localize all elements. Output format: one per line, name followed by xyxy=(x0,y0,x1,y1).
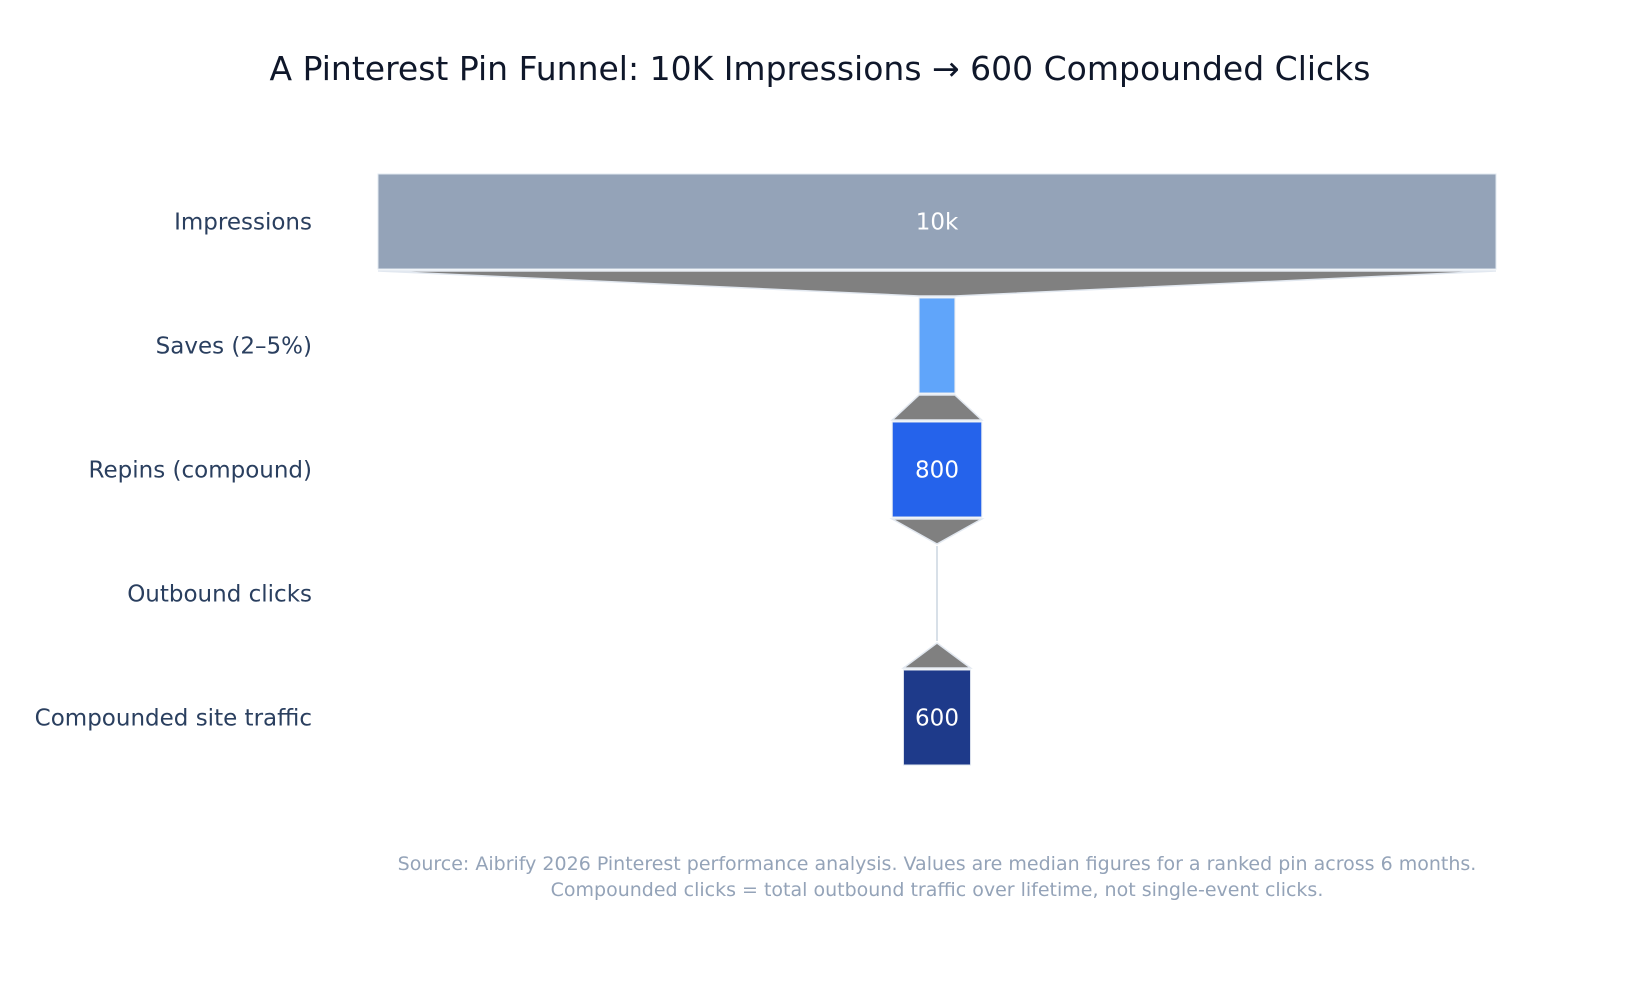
funnel-bar xyxy=(891,421,983,518)
stage-label: Impressions xyxy=(174,210,312,236)
chart-title: A Pinterest Pin Funnel: 10K Impressions … xyxy=(270,49,1371,88)
stage-label: Repins (compound) xyxy=(89,458,312,484)
funnel-connector xyxy=(889,518,985,545)
footer-note: Compounded clicks = total outbound traff… xyxy=(551,879,1324,901)
connectors xyxy=(377,270,1497,669)
footer-source: Source: Aibrify 2026 Pinterest performan… xyxy=(398,853,1477,875)
value-label: 600 xyxy=(915,706,959,732)
stage-label: Saves (2–5%) xyxy=(156,334,312,360)
value-label: 10k xyxy=(916,210,959,236)
stage-label: Compounded site traffic xyxy=(35,706,312,732)
funnel-bar xyxy=(902,669,972,766)
funnel-bar xyxy=(377,173,1497,270)
stage-label: Outbound clicks xyxy=(127,582,312,608)
funnel-connector xyxy=(901,642,973,669)
funnel-bars: 10k 800 600 xyxy=(377,173,1497,766)
value-label: 800 xyxy=(915,458,959,484)
funnel-bar xyxy=(918,297,956,394)
funnel-connector xyxy=(890,394,984,421)
funnel-connector xyxy=(377,270,1497,297)
